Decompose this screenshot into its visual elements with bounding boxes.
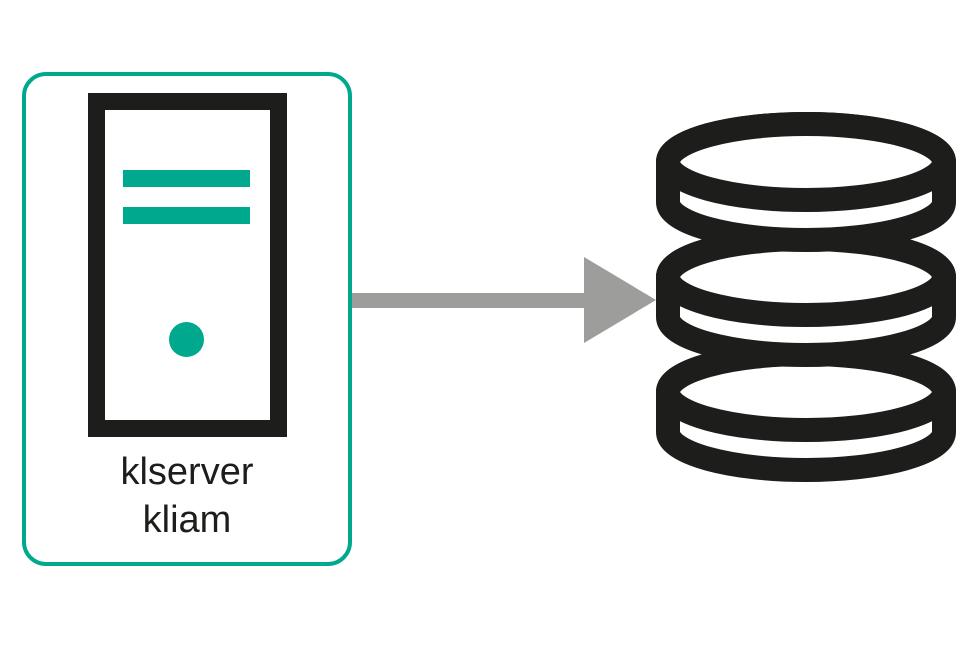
server-drive-bay-bar [123, 170, 250, 187]
server-name-label: klserver [120, 451, 254, 493]
server-node-box: klserver kliam [22, 72, 352, 566]
database-icon [656, 112, 956, 482]
server-tower-icon [88, 93, 287, 437]
server-node-caption: klserver kliam [26, 448, 348, 544]
server-drive-bay-bar [123, 207, 250, 224]
server-power-dot [169, 322, 204, 357]
server-service-label: kliam [142, 499, 232, 541]
right-arrow-icon [352, 257, 656, 343]
